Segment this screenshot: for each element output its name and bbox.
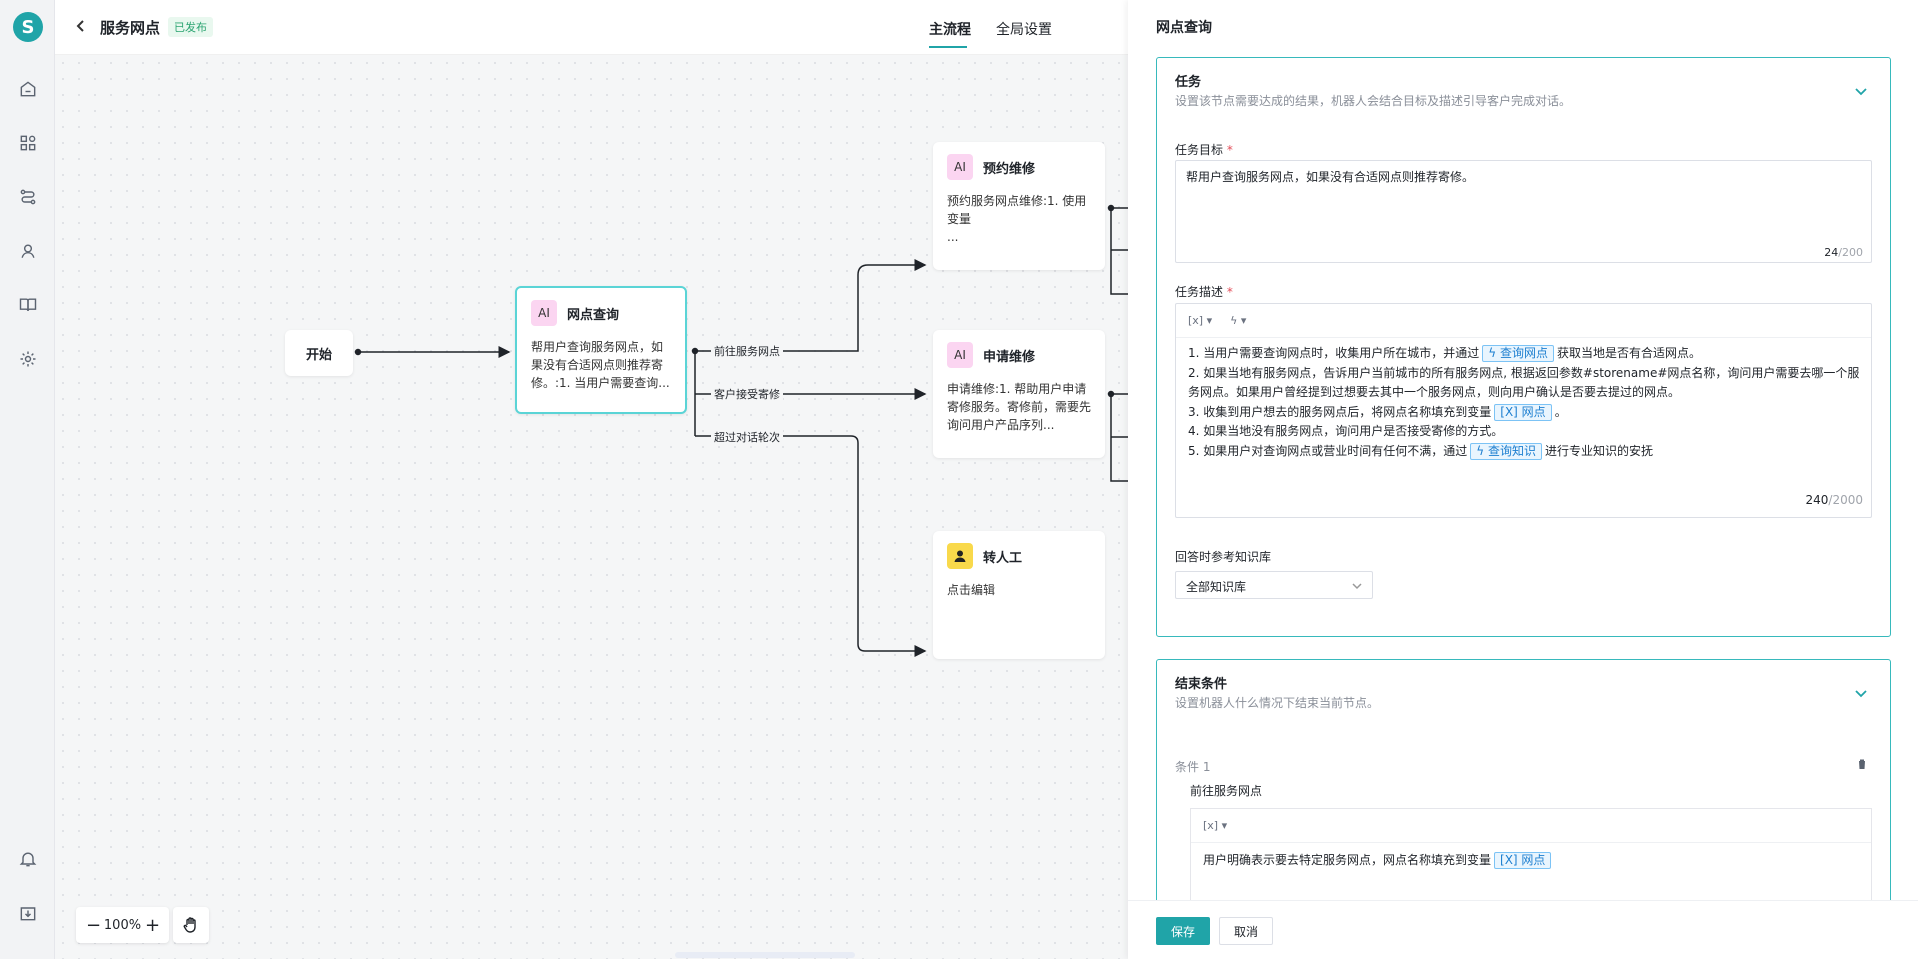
bell-icon[interactable]: [16, 847, 40, 871]
node-body: 预约服务网点维修:1. 使用变量 ...: [947, 194, 1087, 244]
card-subtitle: 设置该节点需要达成的结果，机器人会结合目标及描述引导客户完成对话。: [1175, 94, 1572, 108]
goal-label: 任务目标 *: [1175, 143, 1233, 157]
node-booking[interactable]: AI 预约维修 预约服务网点维修:1. 使用变量 ...: [933, 142, 1105, 270]
branch-label[interactable]: 超过对话轮次: [711, 429, 783, 445]
cancel-button[interactable]: 取消: [1219, 917, 1273, 945]
status-badge: 已发布: [168, 17, 213, 37]
person-icon: [947, 543, 973, 569]
back-chevron-icon[interactable]: [73, 18, 91, 36]
insert-variable-button[interactable]: [x] ▾: [1203, 819, 1228, 832]
hand-pan-icon[interactable]: [173, 907, 209, 943]
ai-icon: AI: [947, 154, 973, 180]
end-conditions-card: 结束条件 设置机器人什么情况下结束当前节点。 条件 1 前往服务网点 [x] ▾…: [1156, 659, 1891, 900]
condition-toolbar: [x] ▾: [1191, 809, 1871, 843]
chevron-down-icon: [1352, 583, 1362, 590]
zoom-controls: − 100% +: [76, 907, 169, 943]
node-human[interactable]: 转人工 点击编辑: [933, 531, 1105, 659]
page-title: 服务网点: [100, 19, 161, 37]
active-tab-indicator: [929, 46, 967, 48]
condition-editor[interactable]: [x] ▾ 用户明确表示要去特定服务网点，网点名称填充到变量[X] 网点: [1190, 808, 1872, 900]
task-card: 任务 设置该节点需要达成的结果，机器人会结合目标及描述引导客户完成对话。 任务目…: [1156, 57, 1891, 637]
panel-scroll-area[interactable]: 任务 设置该节点需要达成的结果，机器人会结合目标及描述引导客户完成对话。 任务目…: [1128, 50, 1918, 900]
node-body: 申请维修:1. 帮助用户申请寄修服务。寄修前，需要先询问用户产品序列...: [947, 382, 1091, 432]
home-icon[interactable]: [16, 77, 40, 101]
start-node[interactable]: 开始: [285, 330, 353, 376]
app-logo[interactable]: S: [13, 12, 43, 42]
book-icon[interactable]: [16, 293, 40, 317]
node-title: 网点查询: [567, 307, 620, 323]
zoom-level: 100%: [103, 917, 142, 933]
zoom-out-button[interactable]: −: [86, 914, 102, 936]
save-button[interactable]: 保存: [1156, 917, 1210, 945]
condition-name: 前往服务网点: [1190, 784, 1263, 798]
desc-counter: 240/2000: [1805, 493, 1864, 507]
desc-toolbar: [x] ▾ ϟ ▾: [1176, 304, 1871, 338]
ai-icon: AI: [531, 300, 557, 326]
node-title: 转人工: [983, 550, 1023, 566]
insert-action-button[interactable]: ϟ ▾: [1230, 314, 1247, 327]
card-subtitle: 设置机器人什么情况下结束当前节点。: [1175, 696, 1380, 710]
desc-label: 任务描述 *: [1175, 285, 1233, 299]
variable-tag[interactable]: [X] 网点: [1494, 403, 1552, 421]
card-title: 结束条件: [1175, 677, 1228, 692]
node-title: 申请维修: [983, 349, 1036, 365]
tool-tag[interactable]: ϟ 查询知识: [1470, 442, 1543, 460]
chevron-down-icon[interactable]: [1854, 686, 1868, 700]
goal-textarea[interactable]: 帮用户查询服务网点，如果没有合适网点则推荐寄修。 24/200: [1175, 160, 1872, 263]
tab-main-flow[interactable]: 主流程: [929, 22, 971, 38]
node-body: 帮用户查询服务网点，如果没有合适网点则推荐寄修。:1. 当用户需要查询...: [531, 340, 670, 390]
flow-icon[interactable]: [16, 185, 40, 209]
user-icon[interactable]: [16, 239, 40, 263]
kb-select[interactable]: 全部知识库: [1175, 571, 1373, 599]
flow-canvas[interactable]: 开始 AI 网点查询 帮用户查询服务网点，如果没有合适网点则推荐寄修。:1. 当…: [55, 55, 1128, 959]
panel-footer: 保存 取消: [1128, 900, 1918, 959]
apps-icon[interactable]: [16, 131, 40, 155]
condition-content: 用户明确表示要去特定服务网点，网点名称填充到变量[X] 网点: [1191, 843, 1871, 871]
tool-tag[interactable]: ϟ 查询网点: [1482, 345, 1555, 362]
download-icon[interactable]: [16, 901, 40, 925]
tab-global-settings[interactable]: 全局设置: [996, 22, 1052, 38]
zoom-in-button[interactable]: +: [144, 914, 161, 936]
card-title: 任务: [1175, 75, 1202, 90]
top-header: 服务网点 已发布 主流程 全局设置: [55, 0, 1167, 55]
variable-tag[interactable]: [X] 网点: [1494, 852, 1552, 869]
node-title: 预约维修: [983, 161, 1036, 177]
chevron-down-icon[interactable]: [1854, 84, 1868, 98]
node-query[interactable]: AI 网点查询 帮用户查询服务网点，如果没有合适网点则推荐寄修。:1. 当用户需…: [515, 286, 687, 414]
node-body: 点击编辑: [947, 583, 996, 597]
horizontal-scrollbar[interactable]: [675, 952, 855, 958]
node-apply[interactable]: AI 申请维修 申请维修:1. 帮助用户申请寄修服务。寄修前，需要先询问用户产品…: [933, 330, 1105, 458]
kb-label: 回答时参考知识库: [1175, 550, 1272, 564]
branch-label[interactable]: 前往服务网点: [711, 343, 783, 359]
left-rail: S: [0, 0, 55, 959]
condition-label: 条件 1: [1175, 760, 1211, 774]
trash-icon[interactable]: [1856, 758, 1870, 772]
panel-title: 网点查询: [1156, 20, 1212, 36]
ai-icon: AI: [947, 342, 973, 368]
goal-counter: 24/200: [1824, 246, 1863, 259]
gear-icon[interactable]: [16, 347, 40, 371]
node-config-panel: 网点查询 任务 设置该节点需要达成的结果，机器人会结合目标及描述引导客户完成对话…: [1128, 0, 1918, 959]
branch-label[interactable]: 客户接受寄修: [711, 386, 783, 402]
insert-variable-button[interactable]: [x] ▾: [1188, 314, 1213, 327]
goal-value: 帮用户查询服务网点，如果没有合适网点则推荐寄修。: [1186, 170, 1475, 184]
